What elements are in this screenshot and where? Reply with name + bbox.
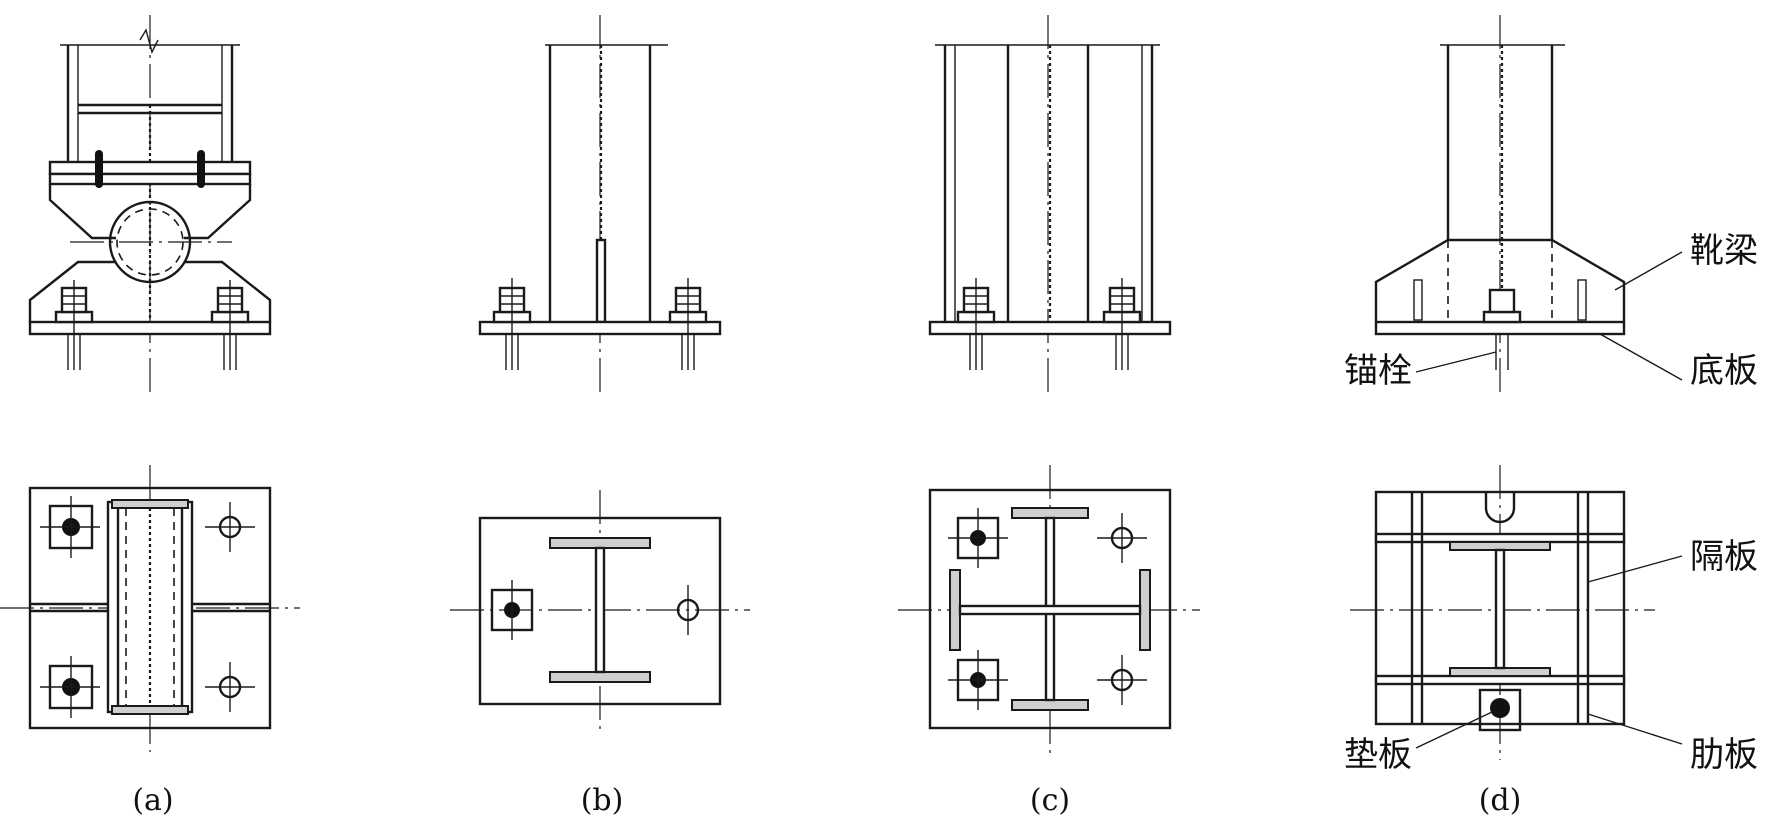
label-washer-plate: 垫板 (1344, 735, 1412, 775)
label-rib-plate: 肋板 (1690, 735, 1758, 775)
label-anchor-bolt: 锚栓 (1344, 351, 1412, 391)
anchor-bolt-a-left (54, 280, 94, 370)
caption-a: (a) (132, 783, 173, 818)
figure-c-elevation (928, 15, 1172, 392)
leader-base-plate (1599, 333, 1683, 381)
anchor-bolt-b-right (668, 278, 708, 370)
washer-plate-d (1478, 688, 1522, 732)
figure-c-plan (898, 465, 1200, 755)
bolt-hole-a-br (205, 662, 255, 712)
leader-boot-beam (1614, 251, 1683, 291)
anchor-bolt-b-left (492, 278, 532, 370)
figure-a-elevation (28, 15, 272, 392)
bolt-b-plan-left (490, 580, 534, 640)
label-base-plate: 底板 (1690, 351, 1758, 391)
figure-d-elevation (1374, 15, 1683, 392)
bolt-c-plan-bl (948, 650, 1008, 710)
caption-c: (c) (1030, 783, 1070, 818)
bolt-a-plan-tl (40, 496, 100, 558)
figure-b-plan (450, 490, 750, 735)
figure-b-elevation (478, 15, 722, 392)
bolt-hole-b-right (676, 585, 700, 635)
bolt-a-plan-bl (40, 656, 100, 718)
leader-diaphragm (1587, 555, 1683, 583)
caption-d: (d) (1479, 783, 1522, 818)
bolt-hole-c-br (1097, 655, 1147, 705)
anchor-bolt-d (1482, 288, 1522, 370)
leader-washer-plate (1415, 711, 1493, 749)
anchor-bolt-a-right (210, 280, 250, 370)
label-boot-beam: 靴梁 (1690, 231, 1758, 271)
bolt-c-plan-tl (948, 508, 1008, 568)
figure-d-plan (1350, 465, 1683, 760)
anchor-bolt-c-right (1102, 278, 1142, 370)
leader-rib-plate (1587, 713, 1683, 745)
anchor-bolt-c-left (956, 278, 996, 370)
figure-a-plan (0, 465, 300, 752)
bolt-hole-c-tr (1097, 513, 1147, 563)
caption-b: (b) (581, 783, 624, 818)
bolt-hole-a-tr (205, 502, 255, 552)
leader-anchor-bolt (1415, 351, 1497, 373)
label-diaphragm: 隔板 (1690, 537, 1758, 577)
